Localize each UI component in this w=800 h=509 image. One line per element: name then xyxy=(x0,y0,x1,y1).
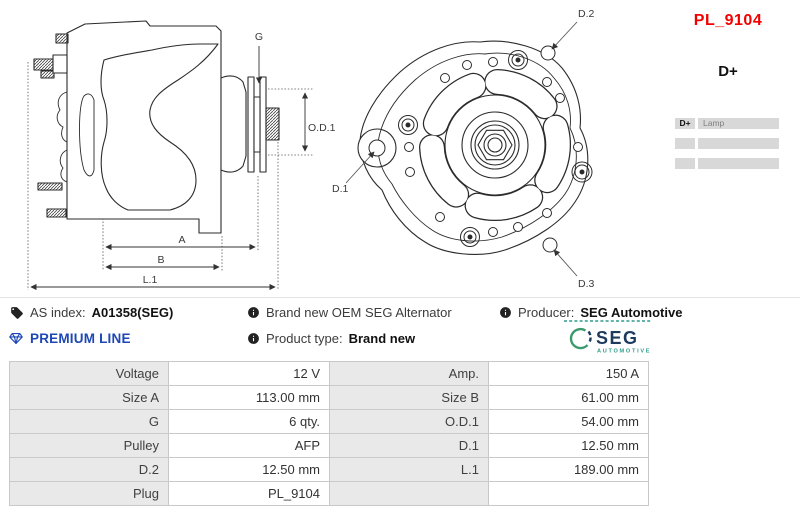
spec-label xyxy=(329,481,489,506)
front-inner-contour xyxy=(377,52,577,242)
spec-label: D.1 xyxy=(329,433,489,458)
product-type-value: Brand new xyxy=(348,331,416,346)
product-type-label: Product type: xyxy=(266,331,343,346)
spec-label: Plug xyxy=(9,481,169,506)
spec-label: Pulley xyxy=(9,433,169,458)
dim-label-g: G xyxy=(255,31,263,43)
alternator-front-view-drawing: D.2 D.1 D.3 xyxy=(332,8,595,290)
dim-label-od1: O.D.1 xyxy=(308,122,336,134)
spec-table: Voltage 12 V Amp. 150 A Size A 113.00 mm… xyxy=(9,361,649,506)
seg-logo-text: SEG xyxy=(596,328,639,348)
alternator-side-view-drawing: G O.D.1 A B L.1 xyxy=(27,20,336,291)
leader-lines xyxy=(345,21,578,277)
spec-label: L.1 xyxy=(329,457,489,482)
connector-label: D+ xyxy=(718,63,738,80)
spec-row: Size A 113.00 mm Size B 61.00 mm xyxy=(9,385,649,410)
spec-value: 54.00 mm xyxy=(488,409,649,434)
function-cell xyxy=(698,138,779,149)
premium-diamond-icon xyxy=(9,332,23,345)
producer: Producer: SEG Automotive xyxy=(499,305,682,320)
producer-label: Producer: xyxy=(518,305,575,320)
through-bolts xyxy=(398,50,593,247)
spec-label: D.2 xyxy=(9,457,169,482)
spec-value: 189.00 mm xyxy=(488,457,649,482)
alternator-body xyxy=(33,20,280,234)
spec-value: PL_9104 xyxy=(168,481,330,506)
function-cell xyxy=(698,158,779,169)
spec-row: Pulley AFP D.1 12.50 mm xyxy=(9,433,649,458)
function-cell: Lamp xyxy=(698,118,779,129)
product-type: Product type: Brand new xyxy=(247,331,415,346)
premium-line-label: PREMIUM LINE xyxy=(30,331,131,346)
spec-value: 150 A xyxy=(488,361,649,386)
spec-value: 61.00 mm xyxy=(488,385,649,410)
dim-label-d3: D.3 xyxy=(578,278,595,290)
pin-row xyxy=(675,158,779,169)
spec-row: Voltage 12 V Amp. 150 A xyxy=(9,361,649,386)
spec-value: 6 qty. xyxy=(168,409,330,434)
description: Brand new OEM SEG Alternator xyxy=(247,305,452,320)
pin-function-table: D+ Lamp xyxy=(675,118,779,178)
spec-label: G xyxy=(9,409,169,434)
pin-row xyxy=(675,138,779,149)
as-index-value: A01358(SEG) xyxy=(91,305,174,320)
spec-label: Amp. xyxy=(329,361,489,386)
info-icon xyxy=(248,333,259,344)
spec-label: Size B xyxy=(329,385,489,410)
spec-label: O.D.1 xyxy=(329,409,489,434)
spec-value: AFP xyxy=(168,433,330,458)
spec-value: 12.50 mm xyxy=(488,433,649,458)
info-icon xyxy=(500,307,511,318)
info-bar: AS index: A01358(SEG) Brand new OEM SEG … xyxy=(0,297,800,361)
logo-arc-navy xyxy=(587,330,592,344)
spec-value: 113.00 mm xyxy=(168,385,330,410)
spec-row: D.2 12.50 mm L.1 189.00 mm xyxy=(9,457,649,482)
connector-panel: PL_9104 D+ D+ Lamp xyxy=(672,0,784,185)
pin-cell xyxy=(675,158,695,169)
info-icon xyxy=(248,307,259,318)
pin-row: D+ Lamp xyxy=(675,118,779,129)
pin-cell xyxy=(675,138,695,149)
seg-automotive-logo: SEG AUTOMOTIVE xyxy=(564,320,652,355)
spec-value: 12 V xyxy=(168,361,330,386)
tag-icon xyxy=(11,306,23,319)
as-index-label: AS index: xyxy=(30,305,86,320)
spec-row: Plug PL_9104 xyxy=(9,481,649,506)
plug-code: PL_9104 xyxy=(693,12,763,29)
premium-line: PREMIUM LINE xyxy=(8,331,131,346)
dimension-lines xyxy=(30,46,309,291)
dim-label-l1: L.1 xyxy=(143,274,158,286)
dim-label-a: A xyxy=(178,234,185,246)
spec-value: 12.50 mm xyxy=(168,457,330,482)
dim-label-b: B xyxy=(157,254,164,266)
seg-logo-subtext: AUTOMOTIVE xyxy=(597,349,651,355)
shaft-nut xyxy=(444,94,546,196)
dim-label-d2: D.2 xyxy=(578,8,595,20)
spec-value xyxy=(488,481,649,506)
description-text: Brand new OEM SEG Alternator xyxy=(266,305,452,320)
as-index: AS index: A01358(SEG) xyxy=(10,305,173,320)
spec-label: Voltage xyxy=(9,361,169,386)
producer-value: SEG Automotive xyxy=(580,305,683,320)
dim-label-d1: D.1 xyxy=(332,183,349,195)
rear-bracket-detail xyxy=(56,91,95,183)
spec-row: G 6 qty. O.D.1 54.00 mm xyxy=(9,409,649,434)
housing-holes xyxy=(368,45,583,253)
spec-label: Size A xyxy=(9,385,169,410)
pin-cell: D+ xyxy=(675,118,695,129)
vent-slots xyxy=(419,69,572,222)
logo-arc-green xyxy=(569,327,589,350)
